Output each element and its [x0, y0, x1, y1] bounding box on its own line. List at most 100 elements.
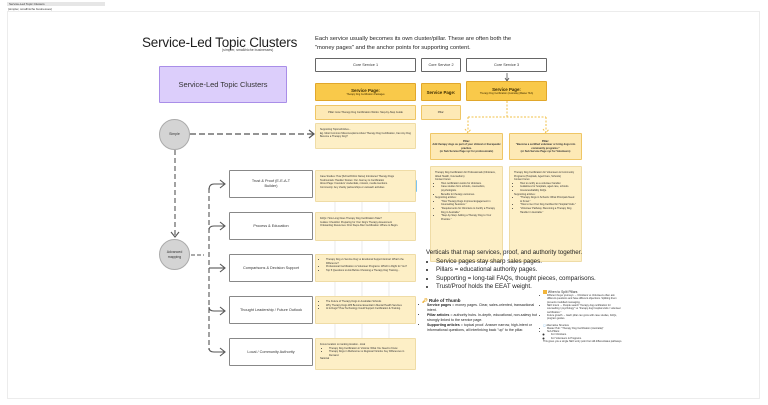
content-line: Onboarding Resources: First Steps After … [320, 224, 399, 228]
content-line: Therapy Dog Certification in Victoria: W… [329, 347, 411, 351]
content-line: Community: Any charity partnerships or o… [320, 185, 385, 189]
sub-pillar-detail-professionals[interactable]: Therapy Dog Certification for Profession… [430, 166, 503, 262]
content-line: Guides: Checklist: Preparing for Your Do… [320, 220, 392, 224]
summary-item: Pillars = educational authority pages. [436, 266, 616, 275]
pillar-2[interactable]: Pillar: [421, 105, 461, 120]
detail-article-item: "Volunteer Pathway: Becoming a Therapy D… [520, 207, 577, 214]
summary-item: Trust/Proof holds the EEAT weight. [436, 283, 616, 292]
content-line: Why Therapy Dogs Will Become Essential i… [326, 304, 411, 308]
tab-title[interactable]: Service-Led Topic Clusters [7, 2, 105, 6]
split-item: SEO intent → People search "therapy dog … [547, 304, 623, 314]
main-cluster-label: Service-Led Topic Clusters [178, 80, 268, 89]
vertical-label: Comparisons & Decision Support [243, 265, 299, 270]
detail-focus-item: How certification works for clinicians. [441, 182, 498, 186]
sub-pillar-note: (or Sub Service Page xyz for professiona… [439, 149, 494, 153]
bracket-arrows [208, 179, 226, 357]
when-to-split-pillars: When to Split Pillars Different buyer jo… [543, 290, 623, 343]
sub-pillar-detail-volunteers[interactable]: Therapy Dog Certification for Volunteers… [509, 166, 582, 262]
vertical-process-education[interactable]: Process & Education [229, 212, 313, 240]
page-subtitle: (simpler, small/niche businesses) [222, 48, 274, 52]
supporting-topics-label: Supporting Topics/Articles... [320, 128, 351, 131]
detail-articles-label: Supporting articles: [435, 196, 457, 200]
vertical-trust-proof[interactable]: Trust & Proof (E-E-A-T Builder) [229, 170, 313, 198]
service-page-heading: Service Page: [492, 87, 521, 92]
detail-focus-item: Benefits for therapy outcomes. [441, 193, 498, 197]
alt-sub-item: For Volunteers & Programs. [551, 337, 623, 340]
sub-pillar-text: "Become a certified volunteer or bring d… [515, 143, 576, 150]
detail-article-item: "Therapy Dogs in Schools: What Principal… [520, 196, 577, 203]
alt-heading: Alternative Structure [546, 323, 570, 327]
detail-intro: Therapy Dog Certification for Profession… [435, 171, 496, 178]
content-line: AI & Dogs? How Technology Could Support … [326, 307, 411, 311]
service-page-3[interactable]: Service Page: Therapy Dog Certification … [466, 81, 547, 101]
content-line: Focus location on ranking location - loc… [320, 343, 366, 346]
summary-block: Verticals that map services, proof, and … [426, 249, 616, 292]
vertical-content-local-authority[interactable]: Focus location on ranking location - loc… [315, 338, 416, 370]
pillar-text: Pillar: [437, 110, 445, 114]
sub-pillar-note: (or Sub Service Page xyz for Volunteers) [520, 149, 571, 153]
core-service-2[interactable]: Core Service 2 [421, 58, 461, 72]
vertical-label: Trust & Proof (E-E-A-T Builder) [251, 179, 291, 188]
tab-subtitle: (simpler, small/niche businesses) [8, 7, 53, 11]
alt-item: Sub-Pillars: For Clinicians. For Volunte… [547, 330, 623, 340]
sub-pillar-professionals[interactable]: Pillar: Add therapy dogs as part of your… [430, 133, 503, 160]
summary-item: Service pages stay sharp sales pages. [436, 258, 616, 267]
detail-intro: Therapy Dog Certification for Volunteers… [514, 171, 575, 178]
summary-heading: Verticals that map services, proof, and … [426, 249, 583, 256]
detail-focus-item: Guidelines for hospitals, aged care, sch… [520, 185, 577, 189]
vertical-content-process-education[interactable]: FAQs: How Long Does Therapy Dog Certific… [315, 212, 416, 241]
rule-of-thumb: 🔑︎ Rule of Thumb Service pages = money p… [422, 298, 538, 333]
content-line: Therapy Dogs in Melbourne vs Regional Vi… [329, 350, 411, 357]
content-line: About Page: Founders' credentials, missi… [320, 182, 388, 186]
vertical-content-comparisons[interactable]: Therapy Dog vs Service Dog vs Emotional … [315, 254, 416, 282]
page-title: Service-Led Topic Clusters [142, 35, 298, 50]
canvas-frame [7, 11, 760, 399]
detail-focus-item: Case studies from schools, counsellors, … [441, 185, 498, 192]
sub-pillar-text: Add therapy dogs as part of your clinica… [432, 143, 501, 150]
content-line: Case Studies: How [School/Clinic Name] I… [320, 175, 395, 178]
vertical-local-authority[interactable]: Local / Community Authority [229, 338, 313, 366]
detail-articles-label: Supporting articles: [514, 192, 536, 196]
rule-item: Supporting articles = topical proof. Ans… [427, 323, 538, 333]
alt-sub-item: For Clinicians. [551, 333, 623, 336]
content-line: The Future of Therapy Dogs in Australian… [326, 300, 411, 304]
simple-node[interactable]: Simple [159, 119, 190, 150]
split-item: Different buyer journeys → Clinicians vs… [547, 294, 623, 304]
core-service-1[interactable]: Core Service 1 [315, 58, 416, 72]
vertical-content-thought-leadership[interactable]: The Future of Therapy Dogs in Australian… [315, 296, 416, 324]
content-line: FAQs: How Long Does Therapy Dog Certific… [320, 217, 382, 220]
service-page-2[interactable]: Service Page: [421, 83, 461, 101]
pillar-split-connector [464, 101, 550, 134]
content-line: Testimonials: Handler Stories: Our Journ… [320, 178, 385, 182]
sub-pillar-title: Pillar: [462, 139, 471, 143]
main-cluster-node[interactable]: Service-Led Topic Clusters [159, 66, 287, 103]
header-description: Each service usually becomes its own clu… [315, 36, 512, 51]
service-page-sub: Therapy Dog Certification (Australia) (M… [479, 92, 534, 95]
content-line: Professional Certification vs Volunteer … [326, 265, 411, 269]
content-line: Top 5 Questions to Ask Before Choosing a… [326, 269, 411, 273]
arrow-head [308, 129, 315, 139]
rule-item: Pillar articles = authority hubs. In-dep… [427, 313, 538, 323]
core-service-label: Core Service 2 [428, 63, 454, 67]
detail-focus-label: Content focus: [435, 178, 452, 182]
supporting-topics-note[interactable]: Supporting Topics/Articles... Eg. Most C… [315, 123, 416, 149]
advanced-mapping-node[interactable]: Advanced mapping [159, 239, 190, 270]
detail-article-item: "Requirements for Clinicians to Certify … [441, 207, 498, 214]
rule-item: Service pages = money pages. Clear, sale… [427, 303, 538, 313]
pillar-text: Pillar: How Therapy Dog Certification Wo… [328, 110, 403, 114]
alternative-icon: ◯ [543, 323, 546, 327]
vertical-comparisons[interactable]: Comparisons & Decision Support [229, 254, 313, 282]
core-service-3[interactable]: Core Service 3 [466, 58, 547, 72]
advanced-node-label: Advanced mapping [166, 250, 183, 259]
core-service-label: Core Service 1 [352, 63, 379, 67]
content-footer: National [320, 357, 330, 361]
vertical-content-trust-proof[interactable]: Case Studies: How [School/Clinic Name] I… [315, 170, 416, 202]
service-page-sub: Therapy Dog Certification Packages [346, 93, 385, 96]
vertical-thought-leadership[interactable]: Thought Leadership / Future Outlook [229, 296, 313, 324]
vertical-label: Local / Community Authority [247, 349, 295, 354]
sub-pillar-title: Pillar: [541, 139, 550, 143]
service-page-1[interactable]: Service Page: Therapy Dog Certification … [315, 83, 416, 101]
sub-pillar-volunteers[interactable]: Pillar: "Become a certified volunteer or… [509, 133, 582, 160]
detail-focus-item: How to certify as a volunteer handler. [520, 182, 577, 186]
pillar-1[interactable]: Pillar: How Therapy Dog Certification Wo… [315, 105, 416, 120]
